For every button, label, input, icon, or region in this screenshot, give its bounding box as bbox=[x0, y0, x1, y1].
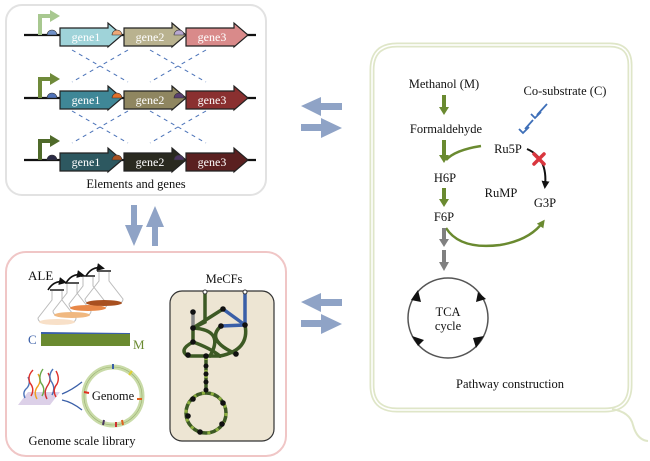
arrow-left-icon bbox=[301, 97, 342, 116]
promoter-icon bbox=[38, 77, 52, 98]
genome-circle: Genome bbox=[81, 364, 145, 428]
ale-label: ALE bbox=[28, 268, 53, 283]
rbs-icon bbox=[46, 154, 58, 161]
mecfs-network bbox=[169, 289, 275, 442]
flask-culture bbox=[39, 319, 75, 325]
gene-cassette-row: gene1 gene2 gene3 bbox=[24, 10, 256, 49]
cosubstrate-label: Co-substrate (C) bbox=[524, 84, 607, 98]
cycle-arrowhead-icon bbox=[476, 292, 486, 302]
cosubstrate-methanol-bar: C M bbox=[28, 332, 145, 352]
arrow-down-icon bbox=[125, 205, 143, 246]
gene-arrow bbox=[185, 21, 249, 49]
cycle-arrowhead-icon bbox=[411, 290, 421, 302]
tca-label-line2: cycle bbox=[435, 319, 462, 333]
f6p-label: F6P bbox=[434, 210, 454, 224]
gene-arrow bbox=[59, 21, 123, 49]
gene-label: gene2 bbox=[136, 155, 165, 169]
c-label: C bbox=[28, 332, 37, 347]
library-strands bbox=[18, 368, 83, 411]
gene-label: gene2 bbox=[136, 30, 165, 44]
m-label: M bbox=[133, 337, 145, 352]
elements-genes-panel: gene1 gene2 gene3 gene1 gene2 gene3 gene1 gene2… bbox=[5, 4, 267, 196]
rbs-icon bbox=[111, 154, 123, 161]
gene-label: gene1 bbox=[72, 93, 101, 107]
gene-label: gene2 bbox=[136, 93, 165, 107]
gene-arrow bbox=[185, 84, 249, 112]
genome-label: Genome bbox=[92, 389, 135, 403]
gene-cassette-row: gene1 gene2 gene3 bbox=[24, 135, 256, 174]
cycle-arrowhead-icon bbox=[412, 336, 424, 346]
gene-arrow bbox=[185, 146, 249, 174]
arrow-right-icon bbox=[301, 314, 342, 334]
arrow-right-icon bbox=[301, 118, 342, 138]
rbs-icon bbox=[46, 29, 58, 36]
gene-label: gene1 bbox=[72, 30, 101, 44]
gene-arrow bbox=[123, 84, 187, 112]
arrow-cosubstrate-ru5p bbox=[518, 103, 548, 135]
g3p-label: G3P bbox=[534, 196, 556, 210]
mecfs-label: MeCFs bbox=[206, 272, 243, 286]
cycle-arrowhead-icon bbox=[473, 336, 484, 348]
gene-label: gene1 bbox=[72, 155, 101, 169]
tca-label-line1: TCA bbox=[436, 305, 461, 319]
arrow-left-icon bbox=[301, 293, 342, 312]
gene-label: gene3 bbox=[198, 155, 227, 169]
gene-label: gene3 bbox=[198, 93, 227, 107]
arrow-f6p-g3p bbox=[444, 219, 545, 248]
pathway-caption: Pathway construction bbox=[456, 377, 565, 391]
gene-label: gene3 bbox=[198, 30, 227, 44]
h6p-label: H6P bbox=[434, 171, 456, 185]
gene-cassette-row: gene1 gene2 gene3 bbox=[24, 73, 256, 112]
crossover-lines bbox=[71, 49, 207, 144]
rbs-icon bbox=[111, 92, 123, 99]
gene-arrow bbox=[59, 146, 123, 174]
methanol-label: Methanol (M) bbox=[409, 77, 479, 91]
formaldehyde-label: Formaldehyde bbox=[410, 122, 483, 136]
rbs-icon bbox=[46, 92, 58, 99]
flask-culture bbox=[70, 305, 106, 311]
ale-flasks: ALE bbox=[28, 263, 124, 325]
gene-arrow bbox=[123, 21, 187, 49]
rbs-icon bbox=[173, 154, 185, 161]
horizontal-exchange-arrows-bottom bbox=[301, 293, 342, 334]
promoter-arrowhead-icon bbox=[50, 135, 60, 147]
rbs-icon bbox=[111, 29, 123, 36]
m-bar bbox=[41, 334, 130, 346]
flask-culture bbox=[86, 300, 122, 306]
gene-rows: gene1 gene2 gene3 gene1 gene2 gene3 gene1 gene2… bbox=[24, 10, 256, 174]
pathway-panel: Methanol (M) Co-substrate (C) Formaldehy… bbox=[369, 42, 649, 442]
blocked-x-icon bbox=[532, 152, 546, 166]
rump-label: RuMP bbox=[485, 186, 518, 200]
arrow-up-icon bbox=[146, 206, 164, 246]
arrow-ru5p-h6p bbox=[445, 144, 482, 161]
rbs-icon bbox=[173, 92, 185, 99]
promoter-icon bbox=[38, 139, 52, 160]
promoter-arrowhead-icon bbox=[50, 10, 60, 22]
elements-genes-caption: Elements and genes bbox=[86, 177, 185, 191]
ru5p-label: Ru5P bbox=[494, 142, 522, 156]
gene-arrow bbox=[59, 84, 123, 112]
callout-tail bbox=[611, 408, 649, 442]
library-panel: ALE C bbox=[5, 251, 287, 457]
tca-cycle: TCA cycle bbox=[407, 277, 489, 359]
rbs-icon bbox=[173, 29, 185, 36]
vertical-exchange-arrows bbox=[125, 205, 164, 246]
horizontal-exchange-arrows-top bbox=[301, 97, 342, 138]
gene-arrow bbox=[123, 146, 187, 174]
promoter-arrowhead-icon bbox=[50, 73, 60, 85]
promoter-icon bbox=[38, 14, 52, 35]
genome-library-caption: Genome scale library bbox=[29, 434, 137, 448]
arrow-f6p-tca bbox=[439, 228, 449, 271]
flask-culture bbox=[54, 312, 90, 318]
